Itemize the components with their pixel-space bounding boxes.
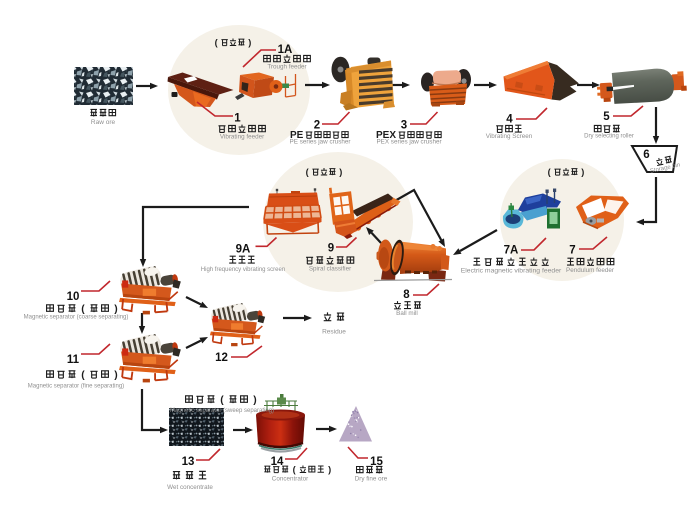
svg-text:8: 8 <box>403 289 410 301</box>
svg-text:6: 6 <box>643 149 649 161</box>
svg-text:): ) <box>114 370 117 381</box>
svg-text:(: ( <box>81 370 85 381</box>
svg-text:12: 12 <box>215 352 228 364</box>
svg-text:(: ( <box>306 167 310 177</box>
svg-text:): ) <box>253 395 256 406</box>
svg-text:Magnetic separator (coarse sep: Magnetic separator (coarse separating) <box>24 315 129 321</box>
svg-text:1A: 1A <box>278 44 293 56</box>
svg-text:2: 2 <box>314 120 320 132</box>
svg-text:): ) <box>339 167 342 177</box>
svg-text:Pendulum feeder: Pendulum feeder <box>566 267 614 274</box>
svg-text:7: 7 <box>569 245 575 257</box>
svg-text:Dry fine ore: Dry fine ore <box>355 476 388 483</box>
svg-text:Magnetic separator (sweep sepa: Magnetic separator (sweep separating) <box>170 408 274 414</box>
svg-text:(: ( <box>293 464 297 474</box>
svg-text:PEX: PEX <box>376 130 396 141</box>
svg-text:4: 4 <box>506 114 513 126</box>
svg-text:(: ( <box>215 37 219 47</box>
svg-text:(: ( <box>220 395 224 406</box>
svg-text:Trough feeder: Trough feeder <box>267 64 306 71</box>
svg-text:PEX series jaw crusher: PEX series jaw crusher <box>376 139 441 146</box>
svg-text:9A: 9A <box>236 244 251 256</box>
svg-text:): ) <box>114 304 117 315</box>
svg-text:PE series jaw crusher: PE series jaw crusher <box>290 139 351 146</box>
svg-text:Electric magnetic vibrating fe: Electric magnetic vibrating feeder <box>461 267 562 274</box>
svg-text:Concentrator: Concentrator <box>272 476 308 483</box>
svg-text:): ) <box>328 464 331 474</box>
svg-text:5: 5 <box>603 111 610 123</box>
svg-text:(: ( <box>548 167 552 177</box>
svg-text:Vibrating feeder: Vibrating feeder <box>220 134 264 141</box>
svg-text:10: 10 <box>67 291 80 303</box>
svg-text:Magnetic separator (fine separ: Magnetic separator (fine separating) <box>28 384 124 390</box>
svg-text:Residue: Residue <box>322 328 346 335</box>
svg-text:High frequency vibrating scree: High frequency vibrating screen <box>201 267 285 273</box>
svg-text:PE: PE <box>290 130 304 141</box>
svg-text:9: 9 <box>328 243 334 255</box>
svg-text:1: 1 <box>234 113 241 125</box>
svg-text:11: 11 <box>67 354 80 366</box>
svg-text:Ball mill: Ball mill <box>396 310 418 317</box>
svg-text:Wet concentrate: Wet concentrate <box>167 484 213 491</box>
svg-text:14: 14 <box>271 456 284 468</box>
svg-text:7A: 7A <box>504 245 519 257</box>
svg-text:Vibrating Screen: Vibrating Screen <box>486 133 533 140</box>
svg-text:): ) <box>248 37 251 47</box>
svg-text:13: 13 <box>182 456 195 468</box>
svg-text:Dry selecting roller: Dry selecting roller <box>584 134 634 140</box>
svg-text:Raw ore: Raw ore <box>91 119 116 126</box>
svg-text:3: 3 <box>401 120 407 132</box>
svg-text:(: ( <box>81 304 85 315</box>
svg-text:): ) <box>581 167 584 177</box>
svg-text:15: 15 <box>370 456 383 468</box>
svg-text:Spiral classifier: Spiral classifier <box>309 266 351 273</box>
